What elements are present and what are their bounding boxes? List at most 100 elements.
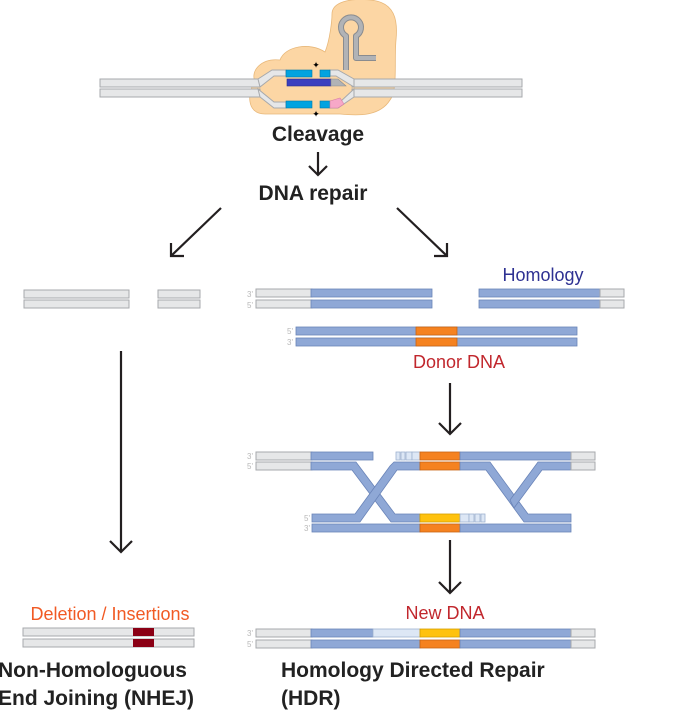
hj-donor-insert-top: [419, 451, 461, 461]
indel-segment-bottom: [133, 639, 154, 647]
nhej-title-line2: End Joining (NHEJ): [0, 687, 194, 710]
hj-synth-segment: [411, 451, 421, 461]
new-arm-right-bottom: [459, 639, 572, 649]
nhej-repaired-dna: [22, 627, 195, 648]
pam-site: [329, 97, 345, 109]
end-label-3prime: 3': [247, 290, 253, 299]
hj-donor-insert-second: [419, 461, 461, 471]
new-end-3prime: 3': [247, 629, 253, 638]
homology-arm-left-bottom: [310, 299, 433, 309]
hdr-arrow-2: [438, 540, 462, 595]
hj-synth-dash: [468, 513, 475, 523]
hj-gray-left-second: [255, 461, 313, 471]
hj-new-synthesis: [419, 513, 461, 523]
hj-donor-bottom-left: [311, 523, 421, 533]
indel-segment-top: [133, 628, 154, 636]
donor-insert-top: [415, 326, 458, 336]
hj-donor-insert-bottom: [419, 523, 461, 533]
hj-synth-segment: [459, 513, 470, 523]
hj-end-5prime-top: 5': [247, 462, 253, 471]
new-gray-left-bottom: [255, 639, 313, 649]
broken-gray-left-bottom: [255, 299, 313, 309]
new-insert-bottom: [419, 639, 461, 649]
hj-end-3prime-top: 3': [247, 452, 253, 461]
broken-gray-right-top: [599, 288, 625, 298]
hdr-repaired-dna: 3' 5': [247, 628, 596, 649]
broken-strand-right-top: [157, 289, 201, 299]
hdr-broken-dna: 3' 5': [247, 288, 625, 310]
hj-synth-dash: [400, 451, 406, 461]
hj-arm-left-top: [310, 451, 374, 461]
donor-dna-label: Donor DNA: [413, 352, 505, 372]
homology-arm-right-bottom: [478, 299, 601, 309]
dna-strand-left-bottom: [99, 88, 261, 98]
nhej-broken-dna: [23, 289, 201, 309]
repaired-strand-top: [22, 627, 195, 637]
hj-gray-right-second: [570, 461, 596, 471]
hj-donor-bottom-right: [459, 523, 572, 533]
homology-arm-right-top: [478, 288, 601, 298]
target-site-bottom-right: [319, 100, 331, 109]
guide-rna-hairpin: [338, 14, 376, 70]
new-synth-top: [372, 628, 421, 638]
target-site-top-left: [285, 69, 313, 78]
new-arm-right-top: [459, 628, 572, 638]
hj-gray-left-top: [255, 451, 313, 461]
broken-gray-left-top: [255, 288, 313, 298]
holliday-junction: 3' 5' 5' 3': [247, 451, 596, 533]
dna-strand-left-top: [99, 78, 261, 88]
hj-synth-dash: [405, 451, 413, 461]
guide-rna-scaffold: [330, 78, 347, 87]
hj-gray-right-top: [570, 451, 596, 461]
hj-synth-dash: [395, 451, 401, 461]
hdr-title-line1: Homology Directed Repair: [281, 659, 545, 682]
hj-synth-dash: [474, 513, 481, 523]
guide-rna-spacer: [286, 78, 332, 87]
new-gray-right-top: [570, 628, 596, 638]
cas9-complex: ✦ ✦: [99, 0, 523, 119]
hdr-arrow-1: [438, 383, 462, 436]
dna-strand-right-top: [351, 78, 523, 88]
cut-marker-bottom: ✦: [312, 109, 320, 119]
cleavage-label: Cleavage: [272, 123, 364, 146]
donor-end-3prime: 3': [287, 338, 293, 347]
end-label-5prime: 5': [247, 301, 253, 310]
broken-gray-right-bottom: [599, 299, 625, 309]
broken-strand-right-bottom: [157, 299, 201, 309]
cut-marker-top: ✦: [312, 60, 320, 70]
nhej-title-line1: Non-Homologuous: [0, 659, 187, 682]
homology-label: Homology: [502, 265, 583, 285]
hj-end-3prime-bottom: 3': [304, 524, 310, 533]
hj-crossover-right-b: [509, 461, 572, 509]
hj-arm-right-top: [459, 451, 572, 461]
repaired-strand-bottom: [22, 638, 195, 648]
new-end-5prime: 5': [247, 640, 253, 649]
hdr-title-line2: (HDR): [281, 687, 340, 710]
nhej-long-arrow: [109, 351, 133, 554]
new-arm-left-bottom: [310, 639, 421, 649]
arrow-to-hdr: [396, 207, 449, 258]
hj-crossover-left-b: [311, 461, 421, 523]
dna-strand-right-bottom: [351, 88, 523, 98]
target-site-bottom-left: [285, 100, 313, 109]
new-dna-label: New DNA: [405, 603, 484, 623]
new-arm-left-top: [310, 628, 374, 638]
donor-insert-bottom: [415, 337, 458, 347]
deletion-insertions-label: Deletion / Insertions: [30, 604, 189, 624]
donor-dna: 5' 3': [287, 326, 578, 347]
new-gray-left-top: [255, 628, 313, 638]
homology-arm-left-top: [310, 288, 433, 298]
hj-end-5prime-bottom: 5': [304, 514, 310, 523]
arrow-to-nhej: [169, 207, 222, 258]
broken-strand-left-top: [23, 289, 130, 299]
new-insert-top: [419, 628, 461, 638]
new-gray-right-bottom: [570, 639, 596, 649]
donor-end-5prime: 5': [287, 327, 293, 336]
hj-synth-dash: [480, 513, 486, 523]
broken-strand-left-bottom: [23, 299, 130, 309]
target-site-top-right: [319, 69, 331, 78]
hj-crossover-right-a: [459, 461, 572, 523]
cleavage-to-repair-arrow: [308, 152, 328, 177]
dna-repair-label: DNA repair: [259, 182, 368, 205]
